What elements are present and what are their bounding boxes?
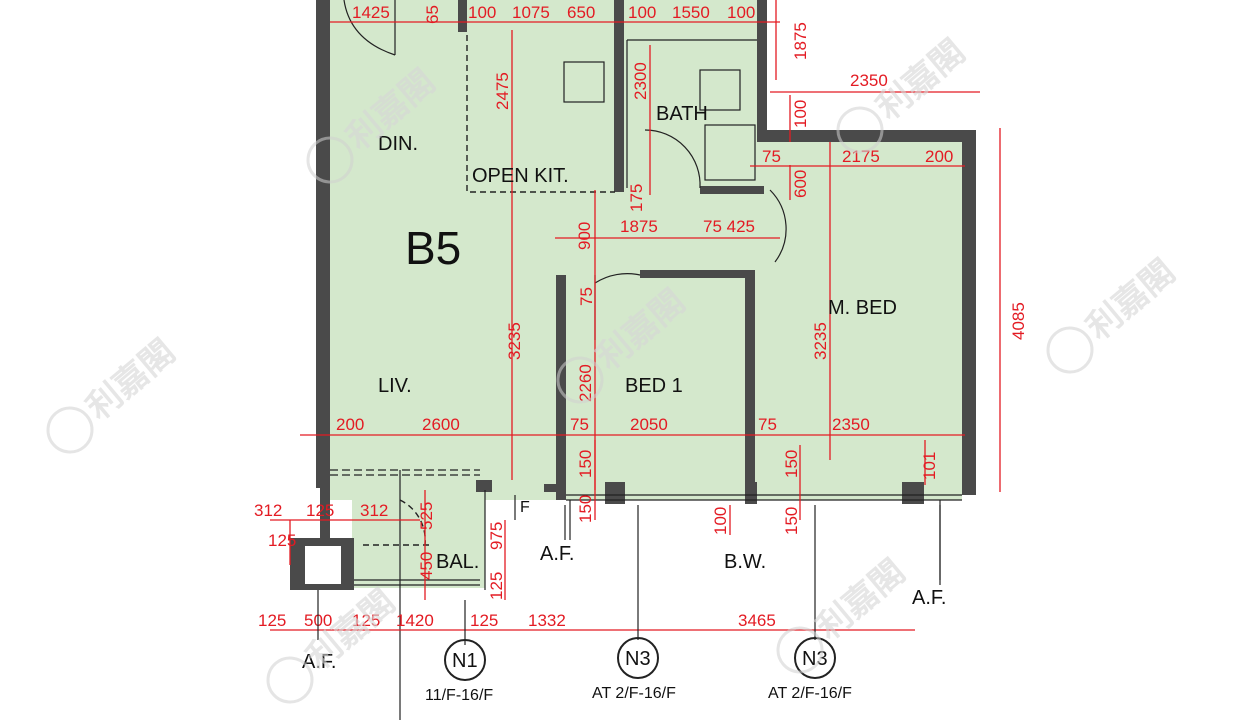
dim-125-left: 125 [268, 531, 296, 550]
note-bay-window: B.W. [724, 551, 766, 573]
dim-2260: 2260 [576, 364, 595, 402]
dim-100-right: 100 [791, 100, 810, 128]
dim-65: 65 [423, 5, 442, 24]
fixtures [330, 0, 962, 720]
dim-100-c: 100 [727, 3, 755, 22]
dim-150-a: 150 [576, 450, 595, 478]
room-bath: BATH [656, 103, 708, 125]
room-bed1: BED 1 [625, 375, 683, 397]
room-labels: DIN. OPEN KIT. BATH B5 M. BED BED 1 LIV.… [378, 103, 897, 573]
dim-312-a: 312 [254, 501, 282, 520]
dim-3235-right: 3235 [811, 322, 830, 360]
dim-75-door: 75 [577, 287, 596, 306]
dim-2600: 2600 [422, 415, 460, 434]
watermark-6: 利嘉閣 [266, 582, 403, 704]
svg-text:利嘉閣: 利嘉閣 [1079, 252, 1183, 348]
dim-4085: 4085 [1009, 302, 1028, 340]
dim-125-bal: 125 [487, 572, 506, 600]
dim-200-liv: 200 [336, 415, 364, 434]
section-marker-n1: N1 11/F-16/F [425, 639, 493, 704]
dim-2300: 2300 [631, 62, 650, 100]
note-af-mid: A.F. [540, 543, 574, 565]
dim-2475: 2475 [493, 72, 512, 110]
dim-1875-top: 1875 [791, 22, 810, 60]
watermark-5: 利嘉閣 [1046, 252, 1183, 374]
dim-650: 650 [567, 3, 595, 22]
dim-2350-top: 2350 [850, 71, 888, 90]
room-dining: DIN. [378, 133, 418, 155]
dim-125-bottom-a: 125 [258, 611, 286, 630]
note-af-left: A.F. [302, 651, 336, 673]
dim-125-bottom-b: 125 [352, 611, 380, 630]
dim-125-bal-top: 125 [306, 501, 334, 520]
section-floors-n3-b: AT 2/F-16/F [768, 685, 852, 702]
dim-3465: 3465 [738, 611, 776, 630]
dimension-labels: 1425 65 100 1075 650 100 1550 100 1875 2… [254, 3, 1028, 630]
section-tag-n3-a: N3 [625, 648, 651, 670]
svg-text:利嘉閣: 利嘉閣 [79, 332, 183, 428]
dim-600: 600 [791, 170, 810, 198]
svg-text:利嘉閣: 利嘉閣 [809, 552, 913, 648]
dim-2050: 2050 [630, 415, 668, 434]
dim-101: 101 [920, 452, 939, 480]
room-balcony: BAL. [436, 551, 479, 573]
room-master-bed: M. BED [828, 297, 897, 319]
dim-1075: 1075 [512, 3, 550, 22]
section-marker-n3-a: N3 AT 2/F-16/F [592, 637, 676, 702]
room-open-kitchen: OPEN KIT. [472, 165, 569, 187]
dim-150-d: 150 [782, 507, 801, 535]
dim-450: 450 [417, 552, 436, 580]
dim-1332: 1332 [528, 611, 566, 630]
dim-525: 525 [417, 502, 436, 530]
unit-name: B5 [405, 222, 461, 274]
note-f-mark: F [520, 499, 530, 516]
dim-150-c: 150 [782, 450, 801, 478]
dim-1425: 1425 [352, 3, 390, 22]
note-af-right: A.F. [912, 587, 946, 609]
section-floors-n1: 11/F-16/F [425, 687, 493, 704]
dim-1875-mid: 1875 [620, 217, 658, 236]
section-tag-n1: N1 [452, 650, 478, 672]
dim-1420: 1420 [396, 611, 434, 630]
dim-312-b: 312 [360, 501, 388, 520]
room-fills [330, 0, 962, 588]
dim-2350-bed: 2350 [832, 415, 870, 434]
dim-100-a: 100 [468, 3, 496, 22]
dim-3235-left: 3235 [505, 322, 524, 360]
dim-100-b: 100 [628, 3, 656, 22]
dim-75-right: 75 [762, 147, 781, 166]
section-markers: N1 11/F-16/F N3 AT 2/F-16/F N3 AT 2/F-16… [425, 505, 852, 704]
dim-75-bed: 75 [758, 415, 777, 434]
dim-900: 900 [575, 222, 594, 250]
dim-75-liv: 75 [570, 415, 589, 434]
dim-175: 175 [627, 184, 646, 212]
dim-125-bottom-c: 125 [470, 611, 498, 630]
notes: A.F. A.F. A.F. B.W. F [302, 499, 946, 673]
watermark-3: 利嘉閣 [46, 332, 183, 454]
dim-200-right: 200 [925, 147, 953, 166]
dim-150-b: 150 [576, 495, 595, 523]
dim-1550: 1550 [672, 3, 710, 22]
room-living: LIV. [378, 375, 412, 397]
section-floors-n3-a: AT 2/F-16/F [592, 685, 676, 702]
walls [290, 0, 976, 590]
dim-75-425: 75 425 [703, 217, 755, 236]
dim-975: 975 [487, 522, 506, 550]
dim-100-bw: 100 [711, 507, 730, 535]
watermark-7: 利嘉閣 [776, 552, 913, 674]
